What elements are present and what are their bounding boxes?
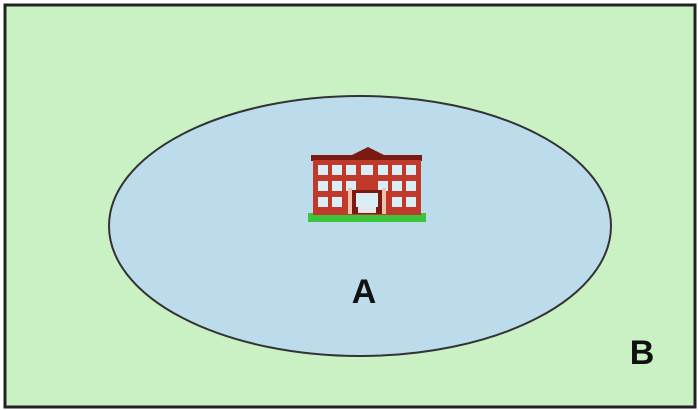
inner-region-a: [108, 95, 612, 357]
label-a: A: [352, 273, 377, 311]
school-building-icon: [308, 147, 426, 222]
label-b: B: [630, 334, 655, 372]
